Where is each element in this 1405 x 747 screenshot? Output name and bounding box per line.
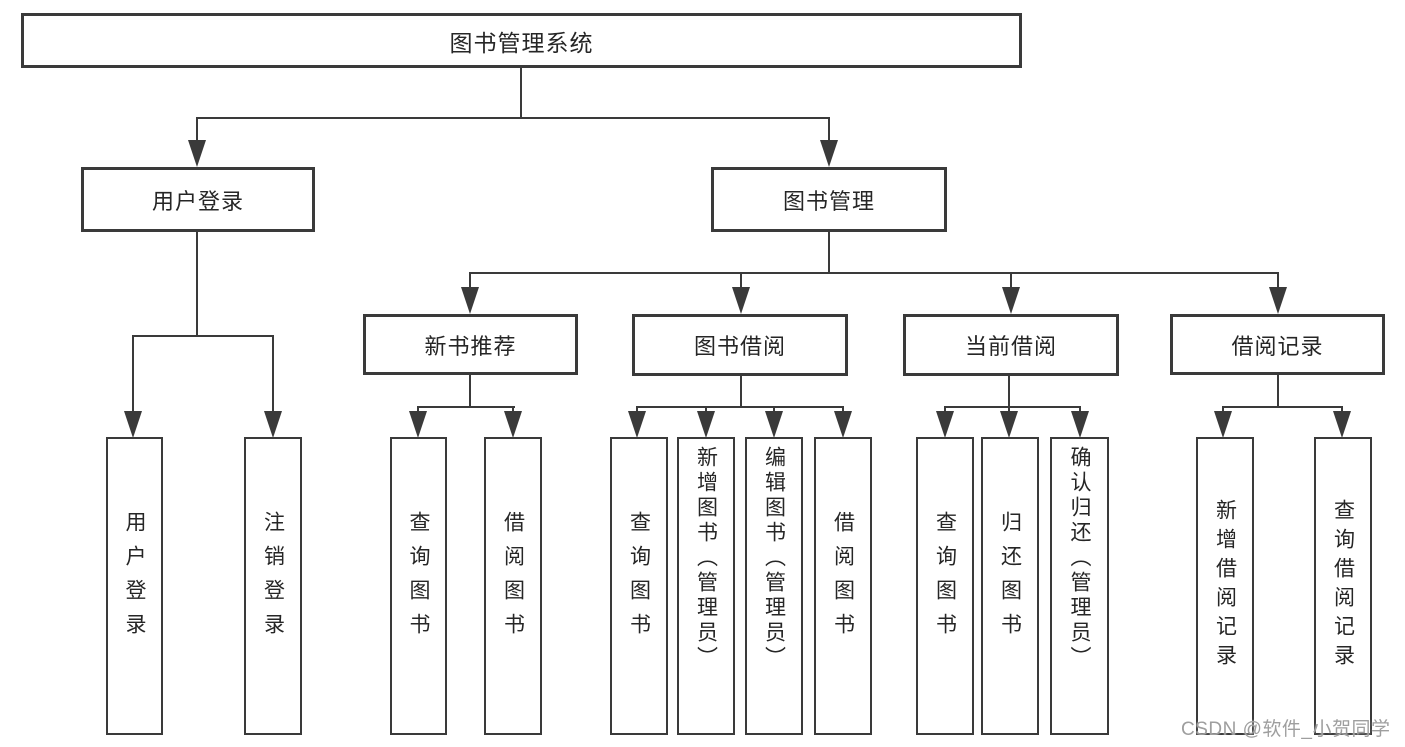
arrow-down-icon [1071,411,1089,438]
watermark: CSDN @软件_小贺同学 [1181,719,1391,740]
leaf-label: 查询图书 [933,511,957,647]
leaf-return-book: 归还图书 [981,437,1039,735]
node-new-book-recommend: 新书推荐 [363,314,578,375]
leaf-add-borrow-record: 新增借阅记录 [1196,437,1254,735]
arrow-down-icon [697,411,715,438]
connector-line [1277,272,1279,290]
arrow-down-icon [820,140,838,167]
connector-line [1008,406,1010,414]
connector-line [636,406,844,408]
leaf-label: 借阅图书 [831,511,855,647]
leaf-label: 查询图书 [627,511,651,647]
connector-line [469,373,471,408]
arrow-down-icon [834,411,852,438]
arrow-down-icon [1333,411,1351,438]
arrow-down-icon [1002,287,1020,314]
node-book-management: 图书管理 [711,167,947,232]
arrow-down-icon [732,287,750,314]
connector-line [1010,272,1012,290]
leaf-logout: 注销登录 [244,437,302,735]
leaf-label: 注销登录 [261,511,285,647]
node-user-login: 用户登录 [81,167,315,232]
leaf-label: 归还图书 [998,511,1022,647]
arrow-down-icon [765,411,783,438]
leaf-query-books-borrow: 查询图书 [610,437,668,735]
connector-line [1277,373,1279,408]
leaf-edit-book-admin: 编辑图书（管理员） [745,437,803,735]
node-book-borrow: 图书借阅 [632,314,848,376]
connector-line [520,66,522,118]
leaf-borrow-books-recommend: 借阅图书 [484,437,542,735]
connector-line [842,406,844,414]
connector-line [1008,374,1010,408]
arrow-down-icon [264,411,282,438]
connector-line [944,406,946,414]
arrow-down-icon [124,411,142,438]
node-borrow-records: 借阅记录 [1170,314,1385,375]
arrow-down-icon [504,411,522,438]
connector-line [828,117,830,143]
leaf-query-books-recommend: 查询图书 [390,437,447,735]
node-label: 图书管理系统 [449,29,594,56]
leaf-label: 编辑图书（管理员） [762,446,786,671]
leaf-label: 借阅图书 [501,511,525,647]
node-library-management-system: 图书管理系统 [21,13,1022,68]
connector-line [740,272,742,290]
arrow-down-icon [1269,287,1287,314]
connector-line [196,117,198,143]
arrow-down-icon [461,287,479,314]
node-current-borrow: 当前借阅 [903,314,1119,376]
leaf-label: 查询图书 [407,511,430,647]
leaf-query-books-current: 查询图书 [916,437,974,735]
connector-line [196,230,198,337]
connector-line [944,406,1081,408]
leaf-label: 新增借阅记录 [1213,499,1237,673]
connector-line [417,406,515,408]
connector-line [469,272,471,290]
node-label: 当前借阅 [964,334,1057,359]
connector-line [132,335,274,337]
connector-line [1222,406,1343,408]
leaf-label: 查询借阅记录 [1331,499,1355,673]
arrow-down-icon [188,140,206,167]
connector-line [828,230,830,274]
connector-line [773,406,775,414]
leaf-add-book-admin: 新增图书（管理员） [677,437,735,735]
node-label: 借阅记录 [1231,333,1324,359]
connector-line [272,335,274,413]
leaf-label: 用户登录 [123,511,146,647]
leaf-confirm-return-admin: 确认归还（管理员） [1050,437,1109,735]
connector-line [469,272,1279,274]
node-label: 图书管理 [782,188,875,214]
leaf-query-borrow-record: 查询借阅记录 [1314,437,1372,735]
leaf-label: 确认归还（管理员） [1068,446,1091,671]
node-label: 用户登录 [151,188,244,214]
node-label: 新书推荐 [424,333,517,359]
connector-line [1222,406,1224,414]
connector-line [740,374,742,408]
leaf-label: 新增图书（管理员） [694,446,718,671]
connector-line [512,406,514,414]
connector-line [417,406,419,414]
arrow-down-icon [1214,411,1232,438]
connector-line [636,406,638,414]
connector-line [1341,406,1343,414]
arrow-down-icon [1000,411,1018,438]
leaf-user-login: 用户登录 [106,437,163,735]
connector-line [705,406,707,414]
arrow-down-icon [936,411,954,438]
connector-line [1079,406,1081,414]
connector-line [132,335,134,413]
node-label: 图书借阅 [693,334,786,359]
arrow-down-icon [628,411,646,438]
arrow-down-icon [409,411,427,438]
connector-line [196,117,830,119]
leaf-borrow-books: 借阅图书 [814,437,872,735]
